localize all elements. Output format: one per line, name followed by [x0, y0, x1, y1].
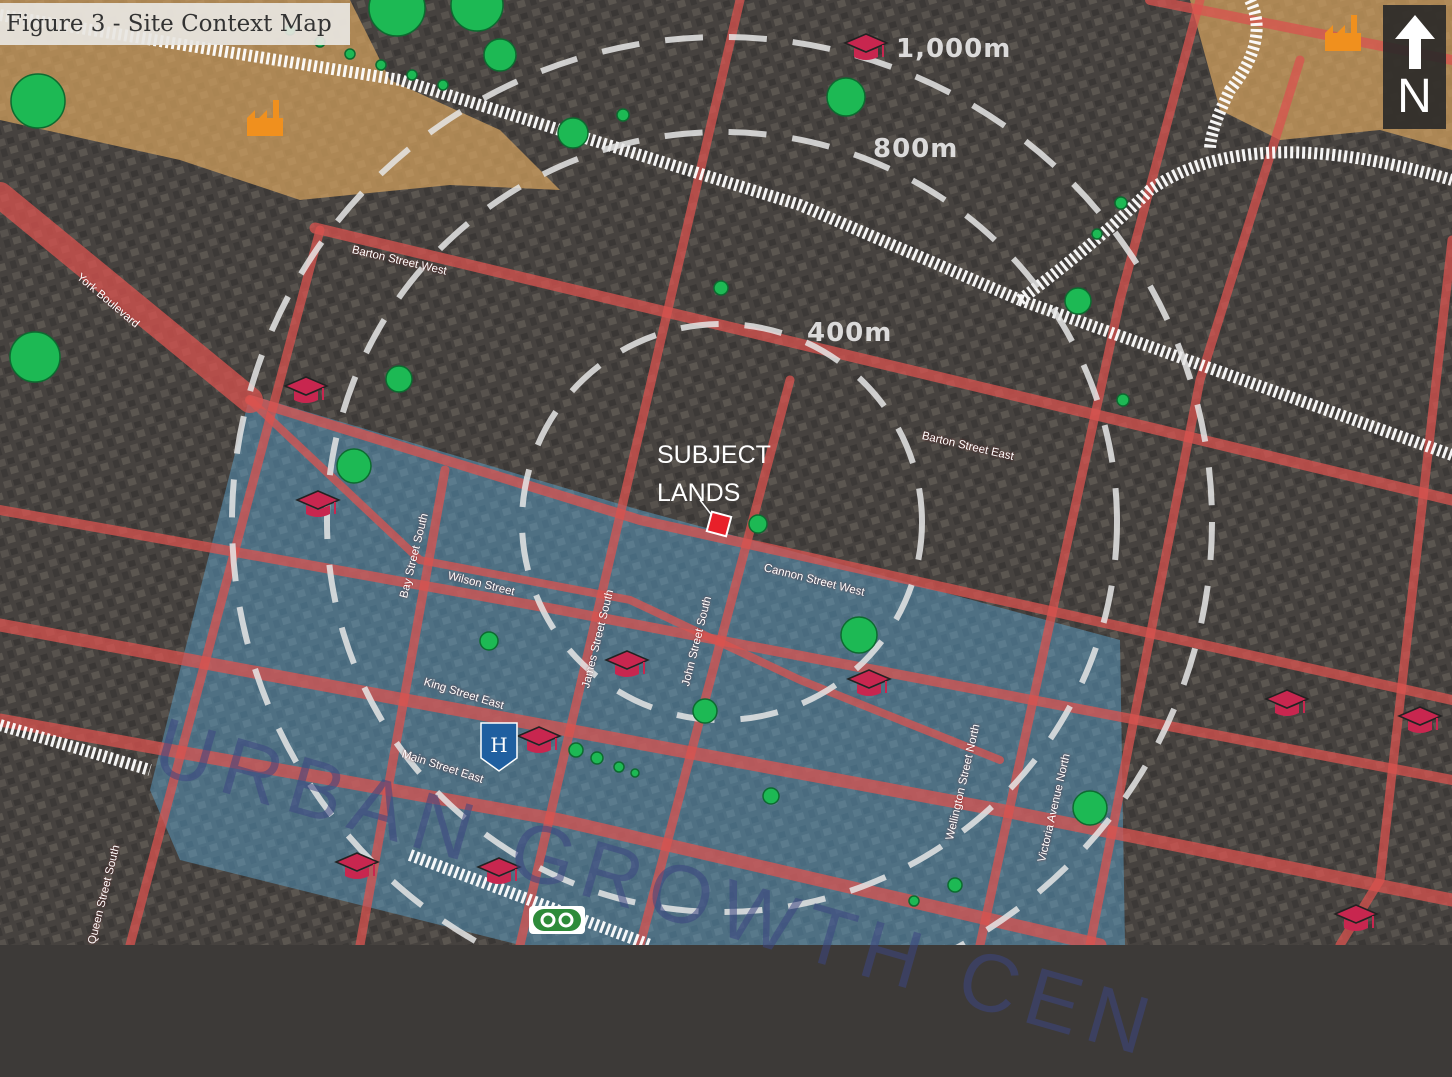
graduation-cap-icon	[846, 669, 892, 696]
ring-400m	[519, 321, 925, 723]
north-letter: N	[1397, 70, 1432, 123]
go-transit-logo	[529, 906, 585, 934]
distance-rings	[229, 34, 1215, 945]
graduation-cap-icon	[1333, 904, 1379, 931]
svg-text:H: H	[490, 733, 507, 757]
graduation-cap-icon	[604, 650, 650, 677]
ring-800m	[324, 129, 1120, 915]
hamilton-logo: H	[480, 722, 518, 772]
north-arrow-box: N	[1383, 5, 1446, 129]
subject-label-line-2: LANDS	[657, 479, 741, 507]
graduation-cap-icon	[1397, 706, 1443, 733]
subject-lands-label: SUBJECT LANDS	[657, 436, 771, 512]
factory-icon	[1325, 15, 1361, 51]
rail-lines	[0, 0, 1452, 945]
graduation-cap-icon	[516, 726, 562, 753]
figure-title: Figure 3 - Site Context Map	[6, 11, 332, 37]
ring-label-800m: 800m	[873, 134, 959, 164]
graduation-cap-icon	[476, 857, 522, 884]
graduation-cap-icon	[1264, 689, 1310, 716]
school-icons	[283, 33, 1443, 931]
graduation-cap-icon	[295, 490, 341, 517]
north-arrow-icon	[1395, 15, 1435, 69]
subject-lands-marker	[705, 510, 733, 538]
road-network	[0, 0, 1452, 945]
ring-label-1000m: 1,000m	[896, 34, 1012, 64]
ring-label-400m: 400m	[807, 318, 893, 348]
graduation-cap-icon	[843, 33, 889, 60]
graduation-cap-icon	[283, 376, 329, 403]
ring-1000m	[229, 34, 1215, 945]
title-box: Figure 3 - Site Context Map	[0, 3, 350, 45]
factory-icon	[247, 100, 283, 136]
graduation-cap-icon	[334, 852, 380, 879]
industrial-zone-west	[0, 0, 560, 200]
subject-label-line-1: SUBJECT	[657, 441, 771, 469]
